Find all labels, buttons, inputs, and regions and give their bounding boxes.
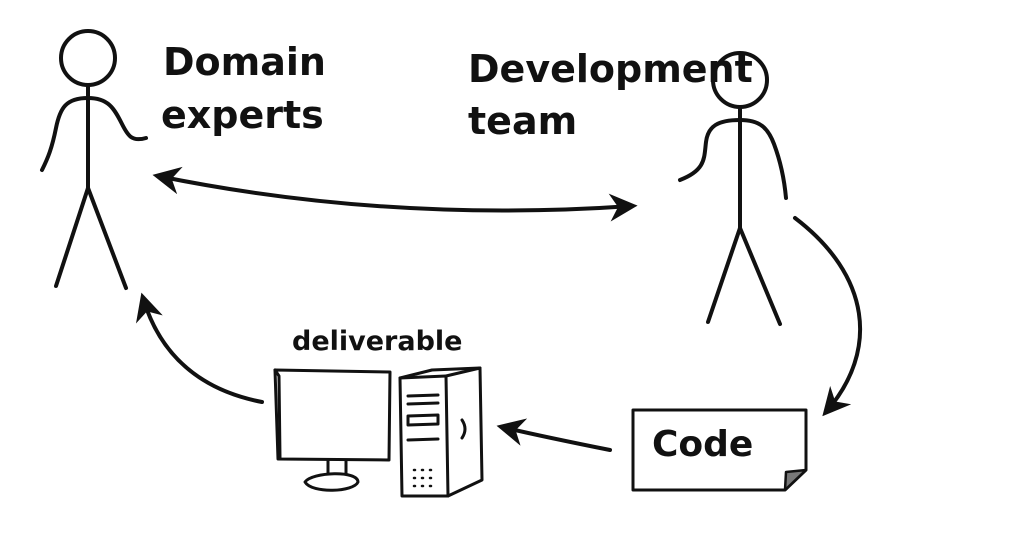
tower-slot	[406, 437, 440, 442]
monitor-screen-depth	[273, 368, 282, 460]
tower-vent-dots	[412, 468, 433, 488]
dev-to-code-arrow	[793, 216, 863, 417]
monitor-stand-base	[303, 472, 360, 492]
dev-team-left-leg	[706, 226, 742, 324]
code-to-deliverable-arrow	[496, 418, 612, 452]
code-page-fold	[783, 468, 808, 492]
dev-team-label-line2: team	[468, 99, 577, 143]
domain-expert-head	[59, 29, 117, 87]
domain-experts-label-line1: Domain	[163, 40, 326, 84]
tower-drive-bay-1	[406, 393, 440, 406]
domain-expert-right-arm	[86, 96, 148, 142]
code-document: Code	[631, 408, 808, 492]
domain-expert-figure	[40, 29, 148, 290]
dev-team-left-arm	[678, 118, 742, 182]
dev-team-label-line1: Development	[468, 47, 753, 91]
tower-top	[398, 366, 482, 380]
domain-expert-right-leg	[86, 186, 128, 290]
tower-power-curve	[460, 418, 467, 440]
monitor-icon	[273, 368, 392, 492]
monitor-stand-neck	[326, 458, 348, 476]
computer-tower-icon	[398, 366, 484, 498]
domain-expert-left-arm	[40, 96, 90, 172]
deliverable-label: deliverable	[292, 326, 463, 357]
communication-arrow	[152, 166, 638, 222]
code-label: Code	[652, 424, 753, 465]
deliverable-to-experts-arrow	[135, 292, 264, 404]
monitor-screen	[273, 368, 392, 462]
dev-team-right-leg	[738, 226, 782, 326]
dev-team-figure	[678, 51, 788, 326]
dev-team-right-arm	[738, 118, 788, 200]
tower-drive-bay-2	[406, 413, 440, 427]
tower-side	[444, 366, 484, 498]
domain-experts-label-line2: experts	[161, 93, 324, 137]
domain-expert-left-leg	[54, 186, 90, 288]
